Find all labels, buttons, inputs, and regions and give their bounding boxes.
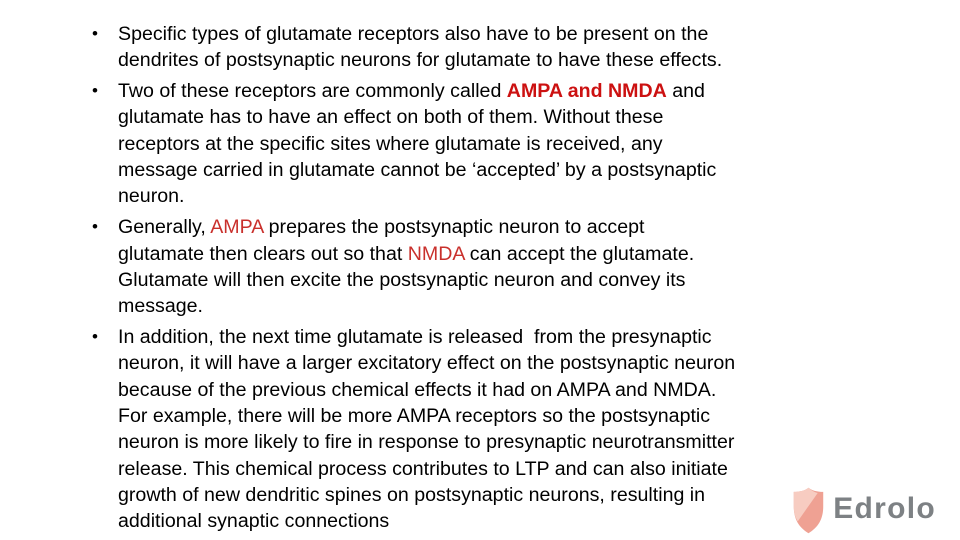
text-segment: receptors at the specific sites where gl…	[118, 132, 663, 155]
bullet-item: • Two of these receptors are commonly cal…	[92, 78, 960, 209]
bullet-text-line: For example, there will be more AMPA rec…	[118, 403, 960, 429]
text-segment: message.	[118, 295, 203, 318]
text-segment: glutamate then clears out so that	[118, 242, 408, 265]
bullet-text-line: Generally, AMPA prepares the postsynapti…	[118, 214, 960, 240]
edrolo-logo: Edrolo	[793, 487, 936, 534]
text-segment: and	[666, 80, 705, 103]
text-segment: For example, there will be more AMPA rec…	[118, 404, 711, 427]
text-segment: message carried in glutamate cannot be ‘…	[118, 159, 717, 182]
shield-highlight-shape	[793, 487, 818, 522]
bullet-marker: •	[92, 327, 98, 347]
bullet-text-line: message.	[118, 293, 960, 319]
bullet-text-line: growth of new dendritic spines on postsy…	[118, 482, 960, 508]
bullet-marker: •	[92, 24, 98, 43]
bullet-text-line: neuron is more likely to fire in respons…	[118, 429, 960, 455]
text-segment: Specific types of glutamate receptors al…	[118, 23, 709, 45]
bullet-text-line: message carried in glutamate cannot be ‘…	[118, 157, 960, 183]
bullet-text-line: receptors at the specific sites where gl…	[118, 131, 960, 157]
bullet-text-line: glutamate has to have an effect on both …	[118, 104, 960, 130]
bullet-text-line: Specific types of glutamate receptors al…	[118, 21, 960, 47]
bullet-text: Specific types of glutamate receptors al…	[118, 21, 960, 74]
text-segment: dendrites of postsynaptic neurons for gl…	[118, 49, 723, 72]
bullet-item: • In addition, the next time glutamate is…	[92, 324, 960, 534]
text-segment: Two of these receptors are commonly call…	[118, 80, 507, 103]
text-segment: neuron, it will have a larger excitatory…	[118, 352, 736, 375]
text-segment: release. This chemical process contribut…	[118, 457, 728, 480]
bullet-text-line: because of the previous chemical effects…	[118, 377, 960, 403]
bullet-text: Two of these receptors are commonly call…	[118, 78, 960, 209]
bullet-text-line: neuron, it will have a larger excitatory…	[118, 350, 960, 376]
text-segment: prepares the postsynaptic neuron to acce…	[263, 216, 645, 239]
highlighted-term: AMPA	[210, 216, 264, 239]
text-segment: can accept the glutamate.	[464, 242, 695, 265]
bullet-text-line: dendrites of postsynaptic neurons for gl…	[118, 47, 960, 73]
bullet-marker: •	[92, 217, 98, 237]
text-segment: neuron is more likely to fire in respons…	[118, 431, 735, 454]
bullet-item: • Generally, AMPA prepares the postsynapt…	[92, 214, 960, 319]
bullet-item: • Specific types of glutamate receptors a…	[92, 21, 960, 74]
logo-text: Edrolo	[833, 492, 936, 525]
text-segment: because of the previous chemical effects…	[118, 378, 717, 401]
text-segment: additional synaptic connections	[118, 510, 390, 533]
bullet-text-line: release. This chemical process contribut…	[118, 456, 960, 482]
highlighted-term: AMPA and NMDA	[506, 80, 667, 103]
bullet-text-line: glutamate then clears out so that NMDA c…	[118, 241, 960, 267]
bullet-text: In addition, the next time glutamate is …	[118, 324, 960, 534]
text-segment: glutamate has to have an effect on both …	[118, 106, 664, 129]
bullet-text-line: neuron.	[118, 183, 960, 209]
bullet-text: Generally, AMPA prepares the postsynapti…	[118, 214, 960, 319]
bullet-text-line: Glutamate will then excite the postsynap…	[118, 267, 960, 293]
bullet-text-line: additional synaptic connections	[118, 508, 960, 534]
text-segment: In addition, the next time glutamate is …	[118, 326, 712, 349]
bullet-text-line: In addition, the next time glutamate is …	[118, 324, 960, 350]
bullet-text-line: Two of these receptors are commonly call…	[118, 78, 960, 104]
text-segment: Generally,	[118, 216, 211, 239]
shield-icon	[793, 487, 824, 534]
text-segment: Glutamate will then excite the postsynap…	[118, 268, 686, 291]
bullet-marker: •	[92, 81, 98, 101]
highlighted-term: NMDA	[407, 242, 465, 265]
text-segment: growth of new dendritic spines on postsy…	[118, 483, 706, 506]
text-segment: neuron.	[118, 185, 185, 208]
